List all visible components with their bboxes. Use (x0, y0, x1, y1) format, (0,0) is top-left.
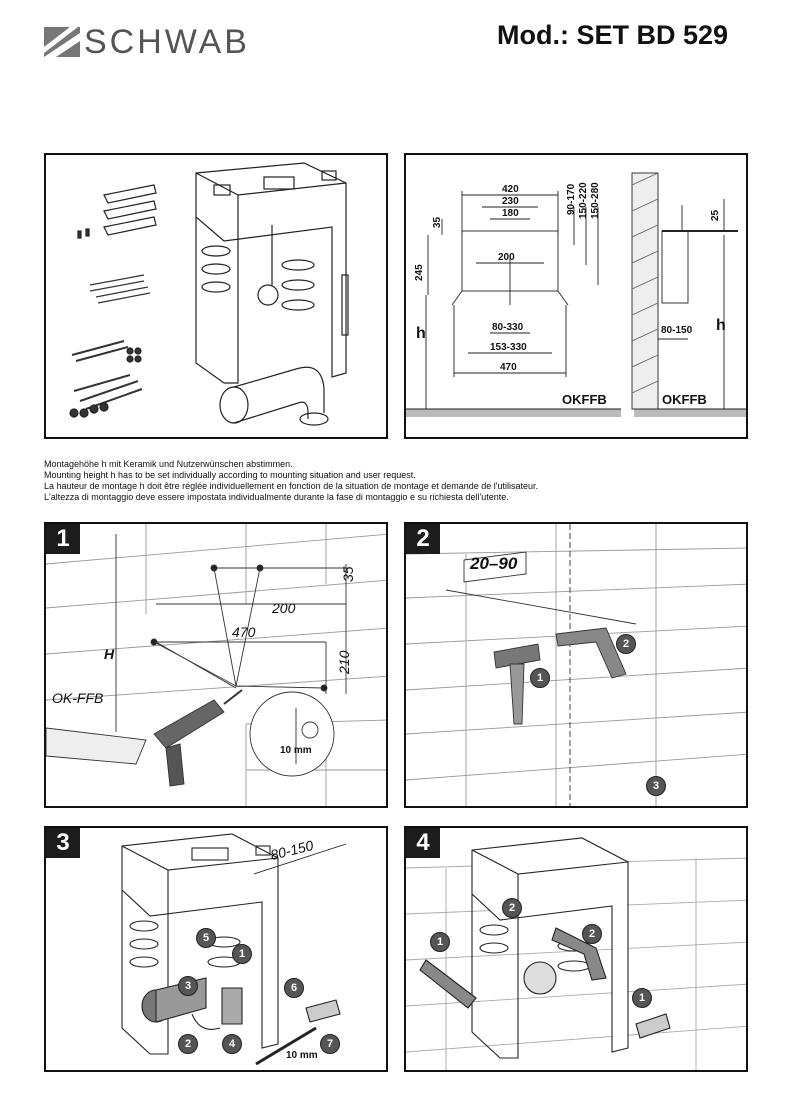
step1-drilling-illustration (46, 524, 386, 806)
step1-panel: 1 35 200 470 210 H OK-FFB 10 mm (44, 522, 388, 808)
model-title: Mod.: SET BD 529 (496, 20, 728, 50)
dim-bottom-width-3: 470 (500, 362, 517, 373)
dim-bottom-width-2: 153-330 (490, 342, 527, 353)
dim-side-depth: 80-150 (661, 325, 693, 336)
dim-210: 210 (336, 650, 352, 674)
dim-top-width-1: 420 (502, 184, 519, 195)
dim-side-h: h (716, 317, 726, 334)
schwab-logo-icon (44, 27, 80, 57)
step3-panel: 3 80-150 10 mm 1 2 3 4 5 6 7 (44, 826, 388, 1072)
dimension-drawing (406, 172, 746, 417)
dim-right-stack-1: 90-170 (566, 183, 577, 215)
dim-bottom-width-1: 80-330 (492, 322, 524, 333)
step3-badge-4: 4 (222, 1034, 242, 1054)
height-h: H (104, 646, 115, 662)
brand-name: SCHWAB (84, 22, 250, 61)
dim-right-stack-3: 150-280 (590, 182, 601, 219)
step4-badge-1: 1 (430, 932, 450, 952)
step-number: 3 (46, 828, 80, 858)
dim-left-height: 35 (432, 216, 444, 229)
dim-h-label: h (416, 325, 426, 342)
dim-35: 35 (340, 566, 356, 582)
anchor-bolts-icon (89, 274, 151, 304)
note-en: Mounting height h has to be set individu… (44, 470, 416, 480)
dimensions-panel: 420 230 180 35 90-170 150-220 150-280 20… (404, 153, 748, 439)
floor-label-front: OKFFB (562, 392, 607, 407)
range-20-90: 20–90 (470, 554, 518, 573)
dim-right-stack-2: 150-220 (578, 182, 589, 219)
floor-label-side: OKFFB (662, 392, 707, 407)
wall-bracket-icon (103, 184, 157, 236)
floor-ok-ffb: OK-FFB (52, 690, 104, 706)
step3-badge-2: 2 (178, 1034, 198, 1054)
step-number: 2 (406, 524, 440, 554)
step2-badge-2: 2 (616, 634, 636, 654)
step4-assembly-illustration (406, 837, 746, 1070)
step3-frame-illustration (121, 833, 347, 1066)
step3-drill-size: 10 mm (286, 1050, 318, 1061)
step4-badge-3: 2 (582, 924, 602, 944)
step4-badge-4: 1 (632, 988, 652, 1008)
screw-icon (77, 228, 90, 239)
note-de: Montagehöhe h mit Keramik und Nutzerwüns… (44, 459, 293, 469)
nut-icon (69, 347, 142, 418)
dim-200: 200 (272, 600, 296, 616)
dim-top-width-3: 180 (502, 208, 519, 219)
step2-anchor-illustration (406, 524, 746, 806)
step2-badge-3: 3 (646, 776, 666, 796)
step4-badge-2: 2 (502, 898, 522, 918)
step3-badge-5: 5 (196, 928, 216, 948)
parts-illustration (69, 162, 349, 426)
dim-top-width-2: 230 (502, 196, 519, 207)
step4-panel: 4 1 2 2 1 (404, 826, 748, 1072)
mounting-notes: Montagehöhe h mit Keramik und Nutzerwüns… (44, 459, 538, 503)
step2-badge-1: 1 (530, 668, 550, 688)
parts-overview-panel (44, 153, 388, 439)
step3-badge-6: 6 (284, 978, 304, 998)
step-number: 1 (46, 524, 80, 554)
mounting-frame-icon (195, 162, 349, 384)
dim-side-top: 25 (710, 209, 721, 221)
step3-badge-3: 3 (178, 976, 198, 996)
step2-panel: 2 20–90 1 2 3 (404, 522, 748, 808)
dim-470: 470 (232, 624, 256, 640)
dim-height-245: 245 (414, 264, 425, 281)
dim-mid-width: 200 (498, 252, 515, 263)
step-number: 4 (406, 828, 440, 858)
note-it: L'altezza di montaggio deve essere impos… (44, 492, 509, 502)
note-fr: La hauteur de montage h doit être réglée… (44, 481, 539, 491)
drain-elbow-icon (219, 366, 329, 426)
drill-size: 10 mm (280, 745, 312, 756)
brand-logo: SCHWAB (44, 22, 250, 62)
step3-badge-1: 1 (232, 944, 252, 964)
step3-badge-7: 7 (320, 1034, 340, 1054)
